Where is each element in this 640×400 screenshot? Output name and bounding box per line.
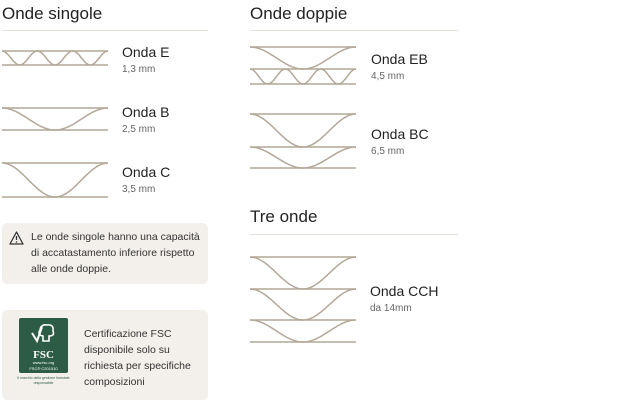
warning-triangle-icon <box>9 231 24 245</box>
wave-name-eb: Onda EB <box>371 51 428 67</box>
wave-size-e: 1,3 mm <box>122 64 156 75</box>
flute-wave <box>2 107 108 131</box>
wave-diagram-eb <box>249 46 357 85</box>
wave-diagram-b <box>2 107 108 131</box>
divider <box>250 30 458 31</box>
warning-note: Le onde singole hanno una capacità di ac… <box>2 223 208 284</box>
fsc-logo: FSC www.fsc.org FSC® C201510 <box>19 318 68 373</box>
wave-name-cch: Onda CCH <box>370 283 439 299</box>
flute-wave <box>249 68 357 85</box>
wave-diagram-cch <box>250 256 356 343</box>
section-title-triple: Tre onde <box>250 207 318 226</box>
wave-size-b: 2,5 mm <box>122 124 156 135</box>
wave-name-c: Onda C <box>122 164 171 180</box>
section-title-single: Onde singole <box>2 4 103 23</box>
wave-diagram-bc <box>250 113 356 169</box>
warning-text: Le onde singole hanno una capacità di ac… <box>31 231 200 275</box>
wave-name-bc: Onda BC <box>371 126 429 142</box>
section-title-double: Onde doppie <box>250 4 348 23</box>
flute-wave <box>250 319 356 343</box>
fsc-logo-text: FSC <box>33 349 54 361</box>
wave-size-bc: 6,5 mm <box>371 146 405 157</box>
wave-name-e: Onda E <box>122 44 170 60</box>
flute-wave <box>250 46 356 70</box>
flute-wave <box>2 162 108 198</box>
divider <box>2 30 208 31</box>
fsc-caption: Il marchio della gestione forestale resp… <box>17 376 70 385</box>
wave-diagram-c <box>2 162 108 198</box>
wave-size-eb: 4,5 mm <box>371 71 405 82</box>
fsc-logo-code: FSC® C201510 <box>29 366 58 371</box>
flute-wave <box>250 256 356 290</box>
wave-size-c: 3,5 mm <box>122 184 156 195</box>
flute-wave <box>1 50 109 66</box>
flute-wave <box>250 113 356 148</box>
wave-diagram-e <box>1 50 109 66</box>
flute-wave <box>250 288 356 321</box>
wave-name-b: Onda B <box>122 104 170 120</box>
fsc-text: Certificazione FSC disponibile solo su r… <box>84 328 191 388</box>
tree-check-icon <box>30 324 54 344</box>
flute-wave <box>250 146 356 169</box>
fsc-logo-url: www.fsc.org <box>32 360 55 365</box>
divider <box>250 234 458 235</box>
wave-size-cch: da 14mm <box>370 303 412 314</box>
